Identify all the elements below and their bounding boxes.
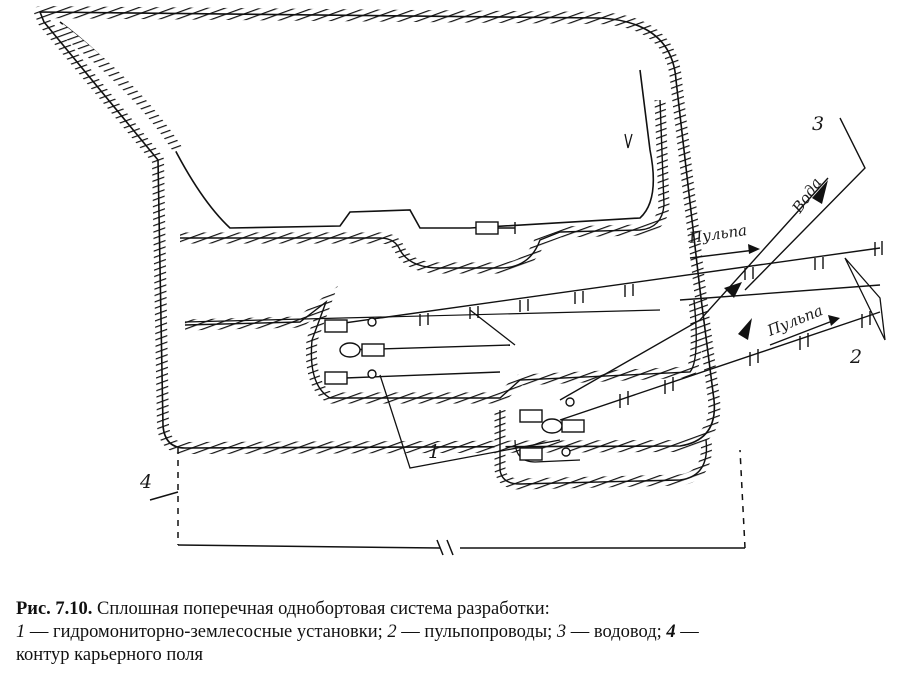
pit-boundary: [34, 6, 721, 454]
water-line: [559, 117, 886, 401]
label-units: 1: [428, 441, 440, 463]
legend-text-2: — пульпопроводы;: [396, 622, 557, 642]
label-1-leaders: [379, 309, 561, 469]
label-field-contour: 4: [139, 471, 152, 493]
caption-title-line: Рис. 7.10. Сплошная поперечная одноборто…: [16, 598, 916, 621]
legend-num-1: 1: [16, 622, 26, 642]
label-water-line: 3: [812, 113, 824, 135]
middle-benches: [184, 286, 702, 404]
figure-caption: Рис. 7.10. Сплошная поперечная одноборто…: [16, 598, 916, 667]
field-contour: [149, 448, 746, 556]
legend-text-1: — гидромониторно-землесосные установки;: [25, 622, 388, 642]
label-pulp-pipelines: 2: [849, 346, 862, 368]
pulp-pipelines: [329, 241, 883, 421]
caption-last-line: контур карьерного поля: [16, 645, 204, 665]
mining-system-diagram: 1 2 3 4 Вода Пульпа Пульпа: [34, 6, 886, 556]
upper-bench: [56, 21, 670, 274]
caption-legend-line: 1 — гидромониторно-землесосные установки…: [16, 621, 916, 644]
legend-num-2: 2: [387, 622, 397, 642]
dredging-units: [324, 317, 585, 461]
pulp-flow-arrows: [689, 244, 840, 346]
figure-number: Рис. 7.10.: [16, 599, 93, 619]
legend-num-3: 3: [556, 622, 567, 642]
caption-title: Сплошная поперечная однобортовая система…: [92, 599, 550, 619]
legend-num-4: 4: [666, 622, 676, 642]
legend-text-3: — водовод;: [566, 622, 667, 642]
legend-text-4: —: [675, 622, 699, 642]
